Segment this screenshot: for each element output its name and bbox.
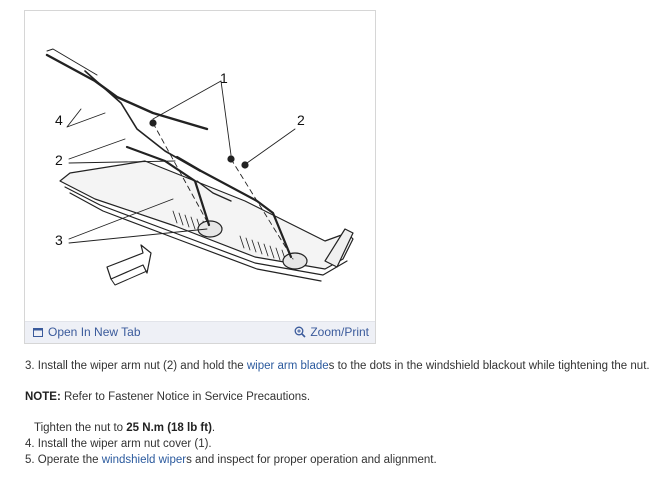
torque-value: 25 N.m (18 lb ft) [126, 422, 212, 434]
step-3: 3. Install the wiper arm nut (2) and hol… [25, 360, 650, 372]
tighten-spec: Tighten the nut to 25 N.m (18 lb ft). [34, 422, 216, 434]
open-in-new-tab-label: Open In New Tab [48, 325, 141, 339]
windshield-wiper-link[interactable]: windshield wiper [101, 454, 187, 466]
open-tab-icon [33, 327, 44, 338]
wiper-assembly-diagram: 1 2 4 2 3 [45, 48, 354, 286]
callout-1: 1 [220, 70, 228, 86]
figure-toolbar: Open In New Tab Zoom/Print [25, 321, 375, 343]
magnifier-plus-icon [294, 326, 306, 338]
callout-4: 4 [55, 112, 63, 128]
step-5: 5. Operate the windshield wipers and ins… [25, 454, 437, 466]
open-in-new-tab-link[interactable]: Open In New Tab [33, 325, 141, 339]
note: NOTE: Refer to Fastener Notice in Servic… [25, 391, 311, 403]
callout-3: 3 [55, 232, 63, 248]
step-4: 4. Install the wiper arm nut cover (1). [25, 438, 212, 450]
zoom-print-link[interactable]: Zoom/Print [294, 325, 369, 339]
zoom-print-label: Zoom/Print [310, 325, 369, 339]
wiper-arm-blade-link[interactable]: wiper arm blade [246, 360, 329, 372]
callout-2-right: 2 [297, 112, 305, 128]
callout-2-left: 2 [55, 152, 63, 168]
note-label: NOTE: [25, 391, 61, 403]
figure-panel: 1 2 4 2 3 Open In New Tab Zoom/Print [24, 10, 376, 344]
